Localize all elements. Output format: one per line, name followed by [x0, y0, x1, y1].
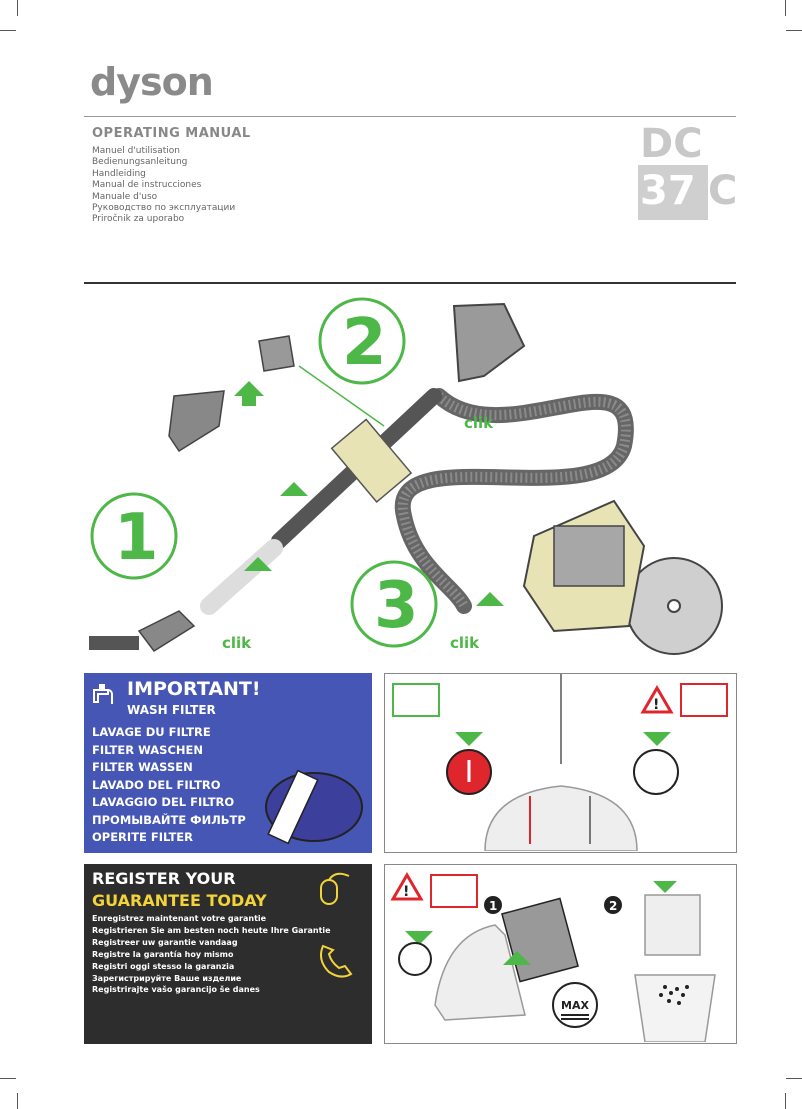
register-list: Enregistrez maintenant votre garantie Re…: [92, 913, 331, 996]
language-item: Handleiding: [92, 168, 146, 179]
model-suffix: C: [708, 168, 738, 214]
register-title-highlight: GUARANTEE TODAY: [92, 891, 267, 910]
wash-filter-item: FILTER WASSEN: [92, 760, 193, 774]
dyson-logo: dyson: [90, 60, 214, 104]
crop-mark: [0, 30, 16, 31]
register-item: Registreer uw garantie vandaag: [92, 937, 238, 947]
register-item: Enregistrez maintenant votre garantie: [92, 914, 267, 923]
wheel-hub: [667, 599, 681, 613]
bin-step-label: 1: [489, 899, 497, 913]
language-list: Manuel d'utilisation Bedienungsanleitung…: [92, 146, 235, 226]
tap-icon: [93, 684, 113, 704]
wash-filter-item: ПРОМЫВАЙТЕ ФИЛЬТР: [92, 812, 246, 827]
wash-filter-list: LAVAGE DU FILTRE FILTER WASCHEN FILTER W…: [92, 724, 246, 847]
bin-step-label: 2: [609, 899, 617, 913]
green-arrow: [280, 482, 308, 496]
step-3-callout: [350, 560, 438, 648]
wash-filter-item: LAVAGGIO DEL FILTRO: [92, 795, 235, 809]
register-item: Registri oggi stesso la garanzia: [92, 961, 235, 971]
model-number-box: [638, 165, 708, 220]
crop-mark: [785, 0, 786, 16]
step-1-callout: [90, 492, 178, 580]
crop-mark: [786, 30, 802, 31]
phone-icon: [320, 944, 353, 978]
register-item: Registrieren Sie am besten noch heute Ih…: [92, 925, 331, 935]
handle: [452, 302, 526, 383]
important-subtitle: WASH FILTER: [127, 703, 216, 717]
crop-mark: [786, 1078, 802, 1079]
model-number: 37: [640, 168, 696, 214]
step-2-callout: [318, 297, 406, 385]
mouse-icon: [320, 872, 350, 905]
header-rule: [84, 116, 736, 117]
guide-line: [298, 365, 385, 427]
register-item: Registre la garantía hoy mismo: [92, 949, 234, 959]
language-item: Bedienungsanleitung: [92, 157, 188, 168]
wash-filter-item: LAVAGE DU FILTRE: [92, 725, 211, 739]
step-number: 1: [114, 501, 159, 575]
click-label: clik: [464, 414, 494, 432]
wand-connector: [200, 539, 283, 615]
svg-text:!: !: [403, 884, 409, 900]
register-item: Зарегистрируйте Ваше изделие: [92, 973, 242, 983]
important-title: IMPORTANT!: [127, 678, 261, 700]
svg-text:!: !: [653, 697, 659, 713]
stair-tool: [258, 335, 295, 372]
max-label: MAX: [561, 999, 589, 1012]
language-item: Manual de instrucciones: [92, 180, 202, 191]
step-number: 3: [374, 569, 419, 643]
wash-filter-item: OPERITE FILTER: [92, 830, 194, 844]
section-rule: [84, 282, 736, 284]
green-arrow: [234, 381, 264, 406]
step-number: 2: [342, 306, 387, 380]
crop-mark: [0, 1078, 16, 1079]
green-arrow: [244, 557, 272, 571]
language-item: Руководство по эксплуатации: [92, 203, 236, 214]
power-illustration: !: [392, 674, 728, 851]
click-label: clik: [222, 634, 252, 652]
language-item: Priročnik za uporabo: [92, 214, 185, 225]
filter-illustration: [265, 769, 363, 845]
crop-mark: [17, 1093, 18, 1109]
machine-bin: [553, 525, 625, 587]
green-arrow: [476, 592, 504, 606]
bin-illustration: ! 1 2 MAX: [390, 872, 716, 1042]
hose-ribs: [397, 392, 631, 609]
register-item: Registrirajte vašo garancijo še danes: [92, 985, 260, 995]
manual-title: OPERATING MANUAL: [92, 126, 251, 141]
tool-clip: [330, 418, 413, 504]
register-panel: [84, 864, 372, 1044]
assembly-illustration: 2 1 3 clik clik clik: [89, 297, 723, 655]
crop-mark: [785, 1093, 786, 1109]
language-item: Manuel d'utilisation: [92, 146, 180, 156]
language-item: Manuale d'uso: [92, 191, 158, 202]
register-title: REGISTER YOUR: [92, 869, 236, 888]
floor-tool-neck: [137, 610, 196, 653]
wash-filter-item: FILTER WASCHEN: [92, 742, 204, 757]
combination-tool: [168, 390, 225, 453]
crop-mark: [17, 0, 18, 16]
model-dc: DC: [640, 121, 703, 167]
floor-tool: [89, 636, 139, 650]
click-label: clik: [450, 634, 480, 652]
wash-filter-item: LAVADO DEL FILTRO: [92, 777, 221, 792]
